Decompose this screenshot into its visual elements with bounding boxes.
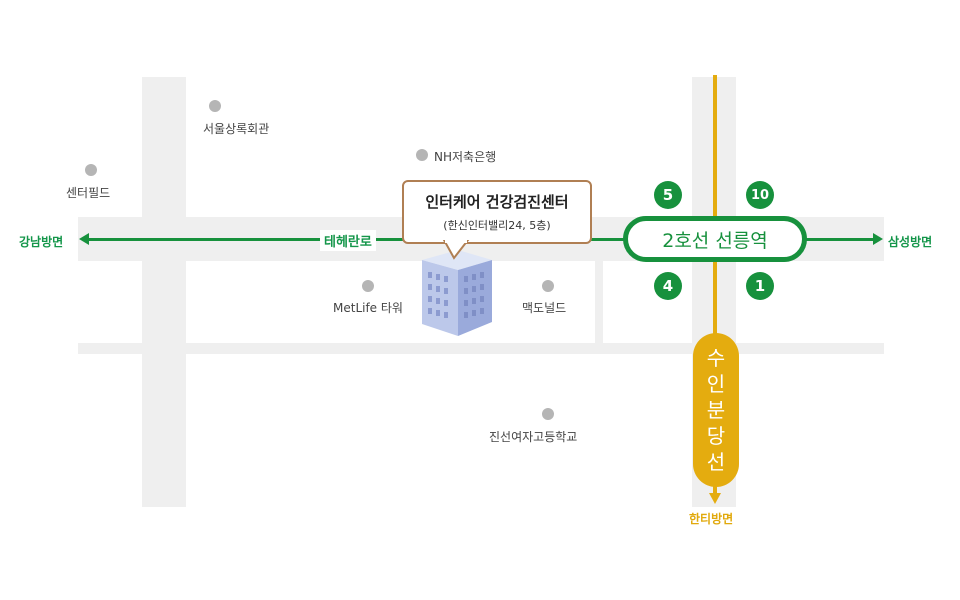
landmark-marker: [542, 280, 554, 292]
line-char: 분: [706, 398, 726, 422]
road-vertical-left: [142, 77, 186, 507]
landmark-center-field: 센터필드: [66, 186, 111, 200]
landmark-marker: [542, 408, 554, 420]
road-name-teheran: 테헤란로: [320, 230, 376, 251]
station-badge[interactable]: 2호선 선릉역: [623, 216, 807, 262]
landmark-mcdonalds: 맥도널드: [522, 301, 567, 315]
line-char: 당: [706, 424, 726, 448]
road-lower-horizontal: [78, 343, 884, 354]
direction-south-label: 한티방면: [689, 512, 734, 526]
landmark-jinseon: 진선여자고등학교: [489, 430, 578, 444]
building-title: 인터케어 건강검진센터: [425, 193, 569, 211]
direction-east-label: 삼성방면: [888, 235, 933, 249]
east-arrow-icon: [873, 233, 883, 245]
landmark-marker: [209, 100, 221, 112]
bundang-line-label: 수 인 분 당 선: [693, 333, 739, 487]
direction-west-label: 강남방면: [19, 235, 64, 249]
bundang-line-track: [713, 75, 717, 495]
landmark-marker: [85, 164, 97, 176]
landmark-marker: [416, 149, 428, 161]
exit-1-badge: 1: [746, 272, 774, 300]
line-char: 수: [706, 346, 726, 370]
exit-5-badge: 5: [654, 181, 682, 209]
exit-4-badge: 4: [654, 272, 682, 300]
station-name: 2호선 선릉역: [662, 229, 768, 252]
line-char: 인: [706, 372, 726, 396]
west-arrow-icon: [79, 233, 89, 245]
road-small-vertical: [595, 261, 603, 343]
landmark-marker: [362, 280, 374, 292]
callout-pointer: [442, 240, 470, 260]
building-callout: 인터케어 건강검진센터 (한신인터밸리24, 5층): [402, 180, 592, 244]
building-subtitle: (한신인터밸리24, 5층): [443, 219, 551, 232]
landmark-nh-bank: NH저축은행: [434, 150, 497, 164]
exit-10-badge: 10: [746, 181, 774, 209]
line-char: 선: [706, 450, 726, 474]
landmark-metlife: MetLife 타워: [333, 301, 403, 315]
south-arrow-icon: [709, 493, 721, 504]
landmark-seoul-commerce: 서울상록회관: [203, 122, 270, 136]
building-icon: [422, 250, 492, 336]
